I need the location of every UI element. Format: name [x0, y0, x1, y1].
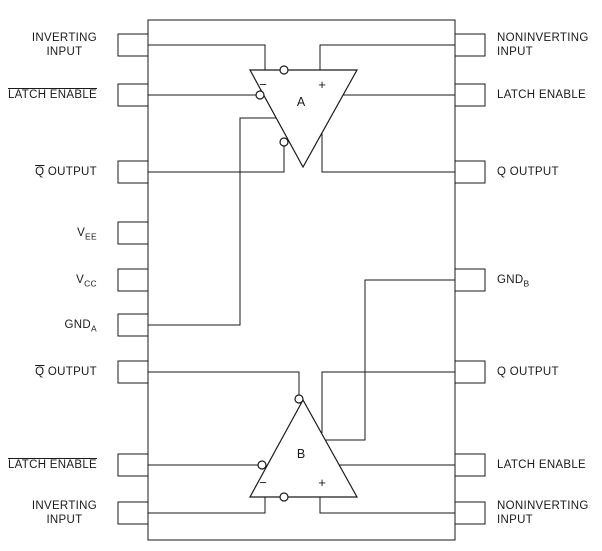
input-edge-bubble-a: [279, 65, 289, 75]
label-text: LATCH ENABLE: [7, 459, 97, 471]
pin-gnd-a: [117, 313, 149, 337]
label-text: INPUT: [46, 514, 83, 526]
label-gnd-b: GNDB: [497, 273, 529, 290]
comparator-b-minus-sign: −: [259, 475, 267, 490]
qbar-bubble-a: [279, 137, 289, 147]
pin-q-output-b: [454, 360, 486, 384]
label-inverting-input-b: INVERTING INPUT: [32, 499, 97, 527]
pin-latch-enable-a: [454, 83, 486, 107]
pin-qbar-output-b: [117, 360, 149, 384]
label-text: INPUT: [46, 46, 83, 58]
pin-latch-enable-bar-a: [117, 83, 149, 107]
latch-enable-bubble-a: [255, 90, 265, 100]
label-text: V: [76, 274, 85, 286]
label-text: V: [77, 227, 86, 239]
label-vee: VEE: [77, 226, 97, 243]
pin-qbar-output-a: [117, 160, 149, 184]
label-latch-enable-b: LATCH ENABLE: [497, 458, 586, 472]
pin-inverting-input-a: [117, 33, 149, 57]
comparator-a-label: A: [296, 95, 306, 109]
label-text: LATCH ENABLE: [497, 89, 587, 101]
label-subscript: EE: [85, 231, 97, 242]
wire-gnd-b: [325, 279, 455, 441]
label-text: OUTPUT: [44, 166, 97, 178]
label-q-output-b: Q OUTPUT: [497, 365, 559, 379]
label-text: LATCH ENABLE: [7, 89, 97, 101]
wire-inverting-input-a: [148, 44, 266, 70]
comparator-a-triangle: [248, 69, 359, 169]
pin-latch-enable-bar-b: [117, 453, 149, 477]
wire-qbar-output-b: [148, 371, 300, 395]
label-gnd-a: GNDA: [65, 318, 97, 335]
label-inverting-input-a: INVERTING INPUT: [32, 31, 97, 59]
pin-vee: [117, 221, 149, 245]
wire-inverting-input-b: [148, 497, 266, 514]
comparator-a-plus-sign: +: [318, 77, 326, 92]
label-subscript: CC: [84, 278, 97, 289]
label-noninverting-input-a: NONINVERTING INPUT: [497, 31, 589, 59]
input-edge-bubble-b: [279, 492, 289, 502]
label-subscript: A: [91, 323, 97, 334]
label-qbar-output-b: Q OUTPUT: [35, 365, 97, 379]
comparator-b-label: B: [296, 447, 306, 461]
comparator-b-triangle: [248, 398, 359, 498]
pin-q-output-a: [454, 160, 486, 184]
label-text: INVERTING: [31, 32, 97, 44]
wire-gnd-a: [148, 117, 276, 326]
comparator-a-minus-sign: −: [259, 77, 267, 92]
pin-noninverting-input-a: [454, 33, 486, 57]
pin-inverting-input-b: [117, 501, 149, 525]
latch-enable-bubble-b: [257, 460, 267, 470]
pin-noninverting-input-b: [454, 501, 486, 525]
label-text: Q: [35, 166, 45, 178]
label-vcc: VCC: [76, 273, 97, 290]
label-text: INPUT: [497, 46, 533, 58]
label-text: GND: [64, 319, 92, 331]
wire-qbar-output-a: [148, 146, 285, 173]
label-qbar-output-a: Q OUTPUT: [35, 165, 97, 179]
label-text: Q OUTPUT: [497, 166, 559, 178]
pin-latch-enable-b: [454, 453, 486, 477]
label-latch-enable-a: LATCH ENABLE: [497, 88, 586, 102]
wire-noninverting-input-b: [319, 497, 455, 514]
label-text: LATCH ENABLE: [497, 459, 587, 471]
label-text: OUTPUT: [44, 366, 97, 378]
label-text: Q: [35, 366, 45, 378]
label-text: INVERTING: [31, 500, 97, 512]
label-text: Q OUTPUT: [497, 366, 559, 378]
wire-q-output-a: [321, 133, 455, 173]
wire-noninverting-input-a: [319, 44, 455, 70]
label-text: INPUT: [497, 514, 533, 526]
qbar-bubble-b: [294, 394, 304, 404]
label-q-output-a: Q OUTPUT: [497, 165, 559, 179]
label-noninverting-input-b: NONINVERTING INPUT: [497, 499, 589, 527]
label-text: NONINVERTING: [497, 32, 589, 44]
pin-gnd-b: [454, 268, 486, 292]
comparator-b-plus-sign: +: [318, 475, 326, 490]
label-text: GND: [497, 274, 524, 286]
wire-q-output-b: [321, 371, 455, 433]
label-latch-enable-bar-b: LATCH ENABLE: [8, 458, 97, 472]
pin-vcc: [117, 268, 149, 292]
label-subscript: B: [523, 278, 530, 289]
label-latch-enable-bar-a: LATCH ENABLE: [8, 88, 97, 102]
label-text: NONINVERTING: [497, 500, 589, 512]
